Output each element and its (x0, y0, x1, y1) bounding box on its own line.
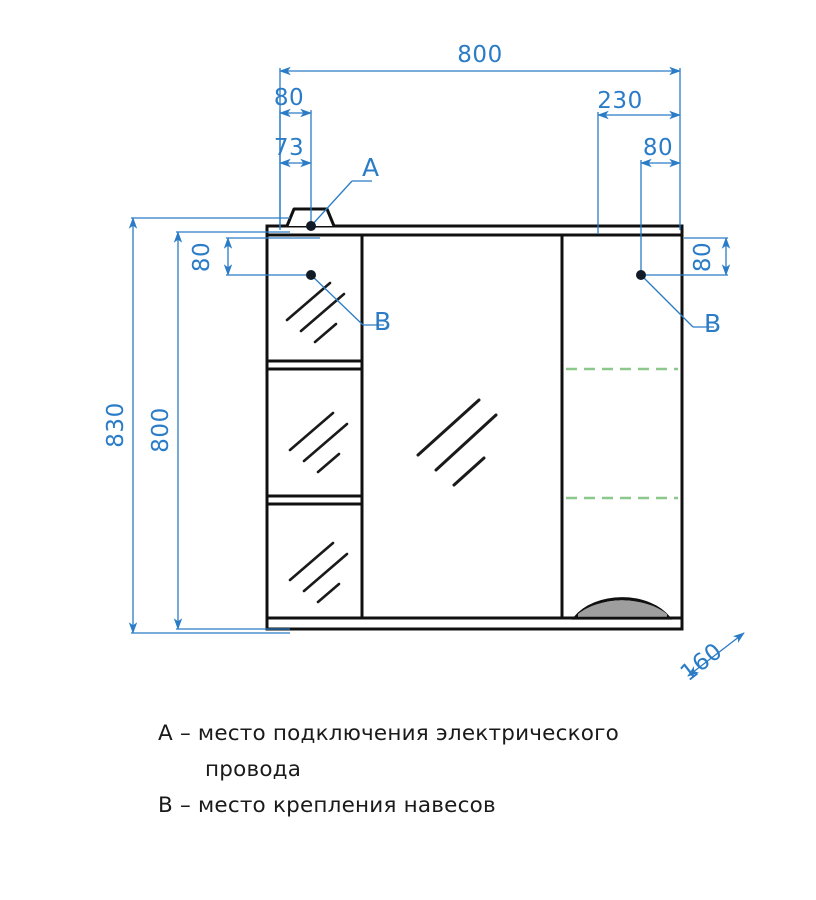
point-a-cable-entry (306, 221, 316, 231)
left-column-shelf-lower (265, 494, 364, 506)
cabinet-body (265, 207, 684, 631)
point-b-left-mount (306, 270, 316, 280)
callout-label-b-right: B (704, 309, 721, 338)
callout-label-b-left: B (374, 307, 391, 336)
legend-block: А – место подключения электрического про… (158, 721, 619, 818)
legend-line-a: А – место подключения электрического (158, 721, 619, 746)
leader-callout-b-right (640, 274, 694, 328)
dimtext-mount-drop-left: 80 (189, 242, 215, 272)
legend-line-a-cont: провода (205, 757, 301, 782)
leader-callout-a (310, 180, 353, 227)
dimtext-right-offset-inner: 80 (643, 135, 673, 161)
glass-hatch-center-mirror (416, 398, 498, 487)
leader-callout-b-left (310, 274, 364, 326)
cabinet-bottom-plinth (265, 616, 684, 631)
glass-hatch-left-middle (288, 411, 349, 474)
basin-shadow-fill (578, 600, 667, 618)
dimtext-mount-drop-right: 80 (690, 242, 716, 272)
dimtext-overall-width: 800 (457, 42, 502, 68)
point-b-right-mount (636, 270, 646, 280)
glass-hatch-left-bottom (288, 541, 349, 604)
dimtext-body-height: 800 (148, 407, 174, 452)
legend-line-b: В – место крепления навесов (158, 793, 496, 818)
dimtext-right-offset-outer: 230 (597, 88, 642, 114)
dimline-depth (687, 632, 745, 677)
dimtext-left-offset-inner: 73 (274, 135, 304, 161)
callout-label-a: A (362, 153, 379, 182)
dimtext-overall-height: 830 (103, 402, 129, 447)
dimtext-left-offset-outer: 80 (274, 85, 304, 111)
dimension-layer (128, 66, 745, 677)
left-column-shelf-upper (265, 359, 364, 371)
